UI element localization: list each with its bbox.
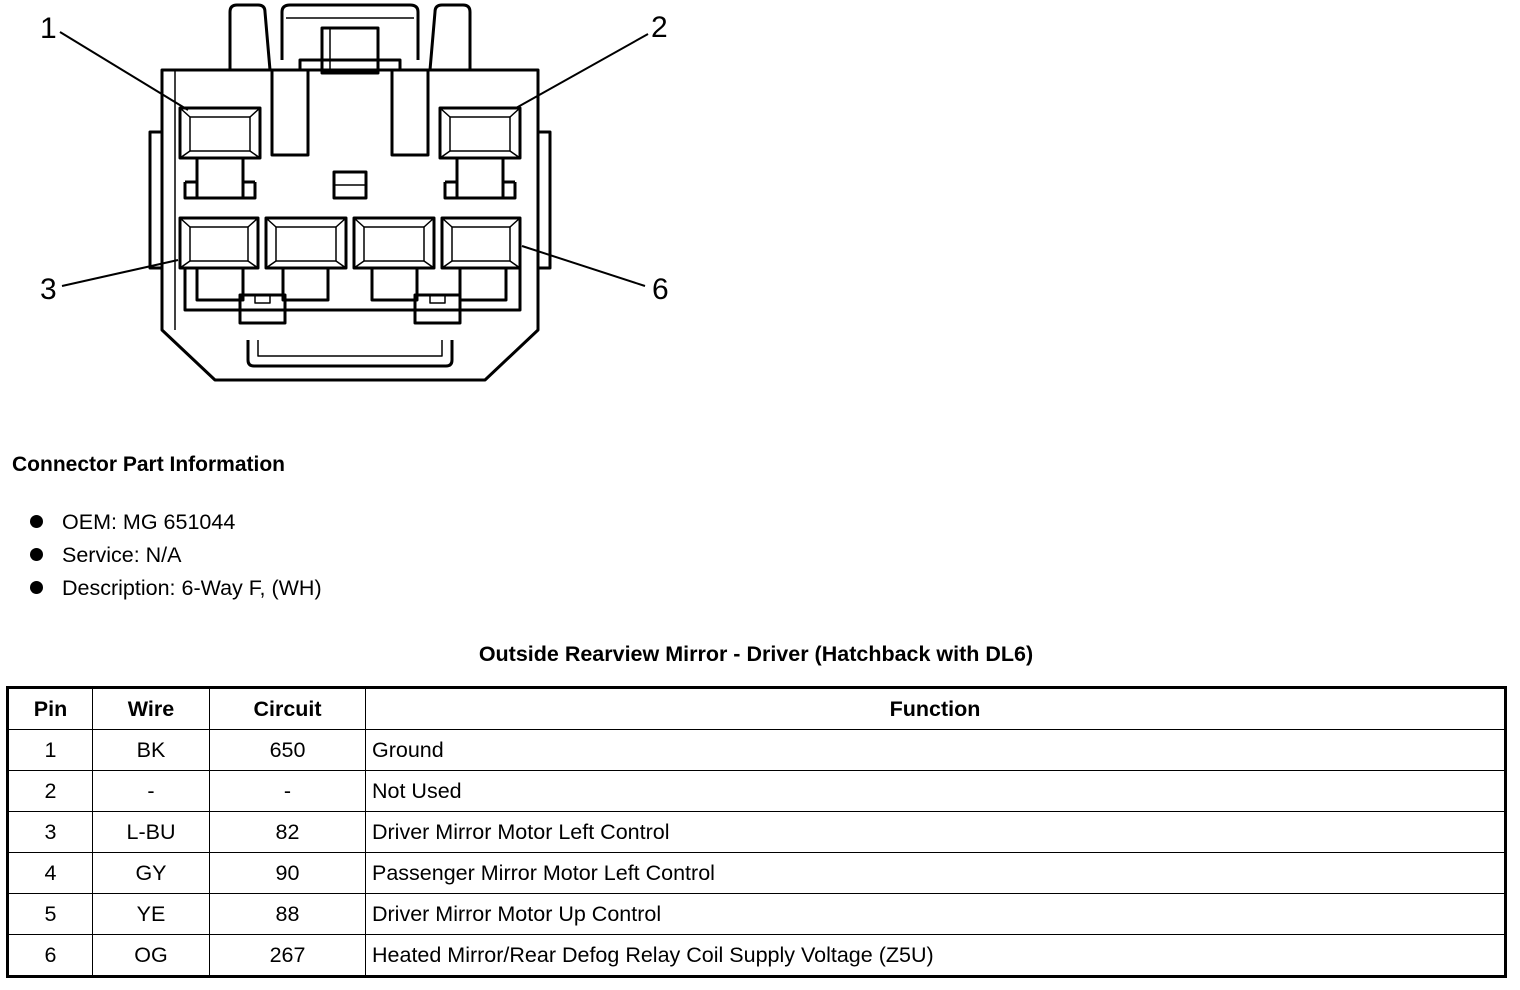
pinout-table: Pin Wire Circuit Function 1 BK 650 Groun… [6,686,1507,978]
leader-line-3 [61,259,179,287]
info-item-text: Description: 6-Way F, (WH) [62,576,322,600]
header-function: Function [365,687,1506,730]
latch-arm-right [428,3,472,71]
cell-pin: 5 [7,893,93,935]
leader-line-1 [59,31,189,111]
connector-info-list: OEM: MG 651044 Service: N/A Description:… [28,507,322,606]
cell-pin: 6 [7,934,93,977]
table-row: 5 YE 88 Driver Mirror Motor Up Control [7,893,1506,935]
cell-wire: BK [92,729,210,771]
bottom-key [246,340,454,368]
cell-circuit: 267 [209,934,366,977]
info-item-text: Service: N/A [62,543,182,567]
connector-face-diagram [59,3,649,382]
cell-circuit: 90 [209,852,366,894]
cell-pin: 3 [7,811,93,853]
cell-wire: YE [92,893,210,935]
header-circuit: Circuit [209,687,366,730]
cell-pin: 2 [7,770,93,812]
bullet-icon [30,548,43,561]
leader-line-2 [515,33,649,109]
connector-body-outline [160,68,540,382]
cell-circuit: 650 [209,729,366,771]
cell-function: Driver Mirror Motor Up Control [365,893,1506,935]
cavity-pin-6 [440,216,522,270]
leader-line-6 [521,245,646,287]
cell-function: Passenger Mirror Motor Left Control [365,852,1506,894]
info-item-text: OEM: MG 651044 [62,510,236,534]
bullet-icon [30,581,43,594]
table-header-row: Pin Wire Circuit Function [7,687,1506,730]
table-title: Outside Rearview Mirror - Driver (Hatchb… [478,642,1034,666]
table-row: 4 GY 90 Passenger Mirror Motor Left Cont… [7,852,1506,894]
info-item-service: Service: N/A [28,540,322,573]
latch-arm-left [228,3,272,71]
pin-label-1: 1 [40,12,57,45]
cell-circuit: 88 [209,893,366,935]
cell-wire: L-BU [92,811,210,853]
cell-pin: 1 [7,729,93,771]
cell-wire: OG [92,934,210,977]
cavity-pin-4 [264,216,348,270]
pin-label-2: 2 [651,11,668,44]
table-row: 6 OG 267 Heated Mirror/Rear Defog Relay … [7,934,1506,977]
cavity-pin-2 [438,106,522,200]
cell-function: Not Used [365,770,1506,812]
header-wire: Wire [92,687,210,730]
table-row: 3 L-BU 82 Driver Mirror Motor Left Contr… [7,811,1506,853]
cell-wire: GY [92,852,210,894]
cell-circuit: 82 [209,811,366,853]
info-item-description: Description: 6-Way F, (WH) [28,573,322,606]
table-row: 1 BK 650 Ground [7,729,1506,771]
connector-part-information-heading: Connector Part Information [12,453,286,476]
cell-function: Ground [365,729,1506,771]
table-row: 2 - - Not Used [7,770,1506,812]
info-item-oem: OEM: MG 651044 [28,507,322,540]
bullet-icon [30,515,43,528]
cavity-pin-5 [352,216,436,270]
cell-function: Driver Mirror Motor Left Control [365,811,1506,853]
center-lock [270,70,430,157]
pin-label-6: 6 [652,273,669,306]
cavity-pin-1 [178,106,262,200]
cell-wire: - [92,770,210,812]
cell-pin: 4 [7,852,93,894]
cell-circuit: - [209,770,366,812]
cavity-pin-3 [178,216,260,270]
cell-function: Heated Mirror/Rear Defog Relay Coil Supp… [365,934,1506,977]
pin-label-3: 3 [40,273,57,306]
header-pin: Pin [7,687,93,730]
